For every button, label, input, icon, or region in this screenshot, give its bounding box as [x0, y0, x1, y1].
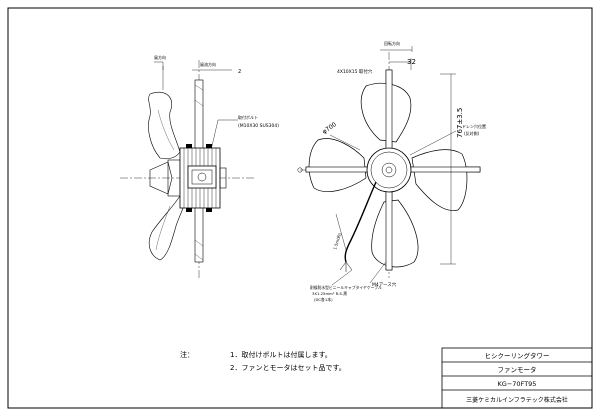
dim-diameter: φ700 [321, 121, 338, 136]
front-view [297, 46, 482, 286]
front-motor-body [366, 147, 412, 193]
title-company: 三菱ケミカルインフラテック株式会社 [466, 396, 568, 404]
front-blade-left [308, 138, 367, 192]
side-blade-lower [148, 195, 187, 261]
title-block-frame [441, 347, 593, 409]
drawing-frame [7, 7, 593, 409]
cable-spec-2: 3X1.25mm² R-S-黒 [312, 291, 347, 296]
dim-32: 32 [407, 58, 416, 66]
drain-label-2: (反対側) [464, 130, 480, 136]
front-blade-bottom [371, 199, 419, 268]
side-wind-mark: 2 [238, 69, 241, 75]
note-line-2: 2．ファンとモータはセット品です。 [230, 363, 346, 372]
front-blade-right [411, 149, 468, 211]
cable [344, 181, 377, 263]
title-product: ヒシクーリングタワー [485, 351, 550, 360]
front-rotation-label: 回転方向 [384, 40, 400, 46]
notes-heading: 注： [180, 350, 194, 359]
note-line-1: 1．取付けボルトは付属します。 [230, 350, 332, 359]
side-view [120, 60, 255, 278]
bolt-spec: (M10X30 SUS304) [238, 123, 279, 129]
drain-label-1: ドレン穴位置 [462, 123, 486, 129]
cable-marker: 1.5m(約) [331, 232, 342, 251]
dim-height: 767±3.5 [456, 108, 464, 138]
side-blade-upper [148, 92, 181, 160]
bolt-title: 取付ボルト [238, 114, 258, 120]
title-part: ファンモータ [498, 365, 537, 374]
earth-label: M4アース穴 [372, 281, 397, 288]
hole-spec: 4X10X15 取付穴 [337, 68, 373, 75]
cable-spec-1: 耐候防水型ビニールキャブタイヤケーブル [310, 285, 382, 290]
cable-spec-3: (DC各1本) [314, 297, 333, 302]
side-rotation-label: 風方向 [154, 54, 166, 60]
title-model: KG−70FT95 [498, 380, 537, 388]
side-wind-label: 風流方向 [200, 61, 216, 67]
